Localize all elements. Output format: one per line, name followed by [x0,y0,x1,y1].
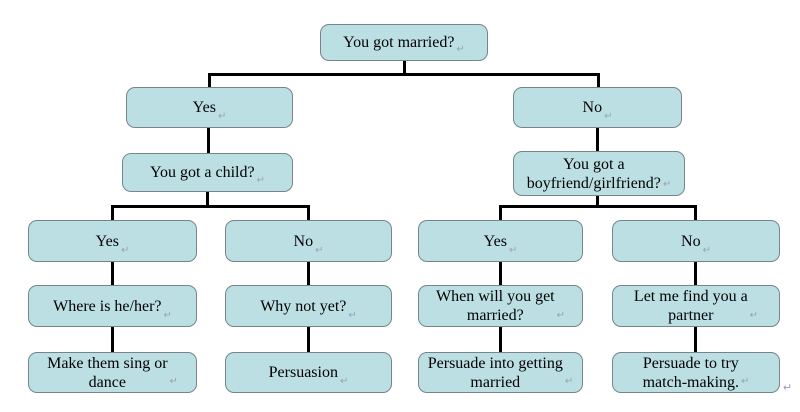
connector-yes-to-child-q [207,128,210,154]
connector-childyes-to-where [111,262,114,286]
connector-partner-q-stem [596,196,599,208]
connector-level1-horizontal [208,73,600,76]
node-make-them-sing-or-dance: Make them sing or dance↵ [28,352,197,393]
trailing-line-break-mark-icon: ↵ [783,382,793,394]
line-break-mark-icon: ↵ [456,44,465,55]
line-break-mark-icon: ↵ [315,245,324,256]
line-break-mark-icon: ↵ [339,376,349,387]
node-label: No [293,232,314,250]
node-label: No [582,99,603,116]
node-boyfriend-girlfriend: You got a boyfriend/girlfriend?↵ [513,151,685,196]
node-child-yes: Yes↵ [28,220,197,262]
connector-child-horizontal [111,205,310,208]
line-break-mark-icon: ↵ [508,245,518,256]
node-married-yes: Yes↵ [126,87,293,128]
connector-partner-yes-drop [499,205,502,221]
line-break-mark-icon: ↵ [749,310,759,321]
node-where-is-he-her: Where is he/her?↵ [28,285,197,327]
node-label: Why not yet? [260,297,347,315]
line-break-mark-icon: ↵ [702,245,711,256]
line-break-mark-icon: ↵ [662,179,672,190]
node-label: Let me find you a partner [633,288,748,324]
connector-no-to-partner-q [596,128,599,152]
node-partner-yes: Yes↵ [418,220,583,262]
node-partner-no: No↵ [612,220,780,262]
connector-child-no-drop [307,205,310,221]
node-label: Persuade into getting married [427,354,563,391]
connector-where-to-sing [111,327,114,353]
node-why-not-yet: Why not yet?↵ [225,285,392,327]
node-label: Yes [192,99,216,116]
connector-child-yes-drop [111,205,114,221]
line-break-mark-icon: ↵ [217,111,227,122]
line-break-mark-icon: ↵ [741,376,750,387]
connector-partnerno-to-find [694,262,697,286]
connector-find-to-matchmaking [694,327,697,353]
node-married-no: No↵ [513,87,682,128]
node-label: Yes [95,232,119,250]
line-break-mark-icon: ↵ [564,376,574,387]
connector-partner-horizontal [499,205,697,208]
connector-when-to-persuade [499,327,502,353]
connector-partner-no-drop [694,205,697,221]
line-break-mark-icon: ↵ [169,376,178,387]
connector-root-stem [403,60,406,75]
line-break-mark-icon: ↵ [348,310,357,321]
node-you-got-married: You got married?↵ [320,24,488,61]
connector-why-to-persuasion [307,327,310,353]
node-persuade-into-getting-married: Persuade into getting married↵ [418,352,583,393]
node-label: Persuade to try match-making. [642,354,740,391]
node-label: Persuasion [268,364,338,381]
node-label: You got married? [343,34,455,51]
connector-married-yes-drop [208,73,211,88]
connector-child-q-stem [206,192,209,208]
node-find-you-a-partner: Let me find you a partner↵ [612,285,780,327]
line-break-mark-icon: ↵ [256,175,265,186]
node-label: Where is he/her? [53,297,162,315]
node-label: Yes [483,232,507,250]
node-label: You got a boyfriend/girlfriend? [526,155,661,192]
node-persuade-match-making: Persuade to try match-making.↵ [612,352,780,393]
node-label: You got a child? [150,164,255,181]
node-label: Make them sing or dance [47,354,168,391]
line-break-mark-icon: ↵ [120,245,130,256]
node-you-got-a-child: You got a child?↵ [122,153,293,192]
connector-childno-to-why [307,262,310,286]
node-persuasion: Persuasion↵ [225,352,392,393]
node-child-no: No↵ [225,220,392,262]
connector-married-no-drop [597,73,600,88]
line-break-mark-icon: ↵ [556,310,566,321]
line-break-mark-icon: ↵ [163,310,172,321]
node-label: When will you get married? [435,288,555,324]
node-when-will-you-get-married: When will you get married?↵ [418,285,583,327]
line-break-mark-icon: ↵ [604,111,613,122]
node-label: No [681,232,701,250]
connector-partneryes-to-when [499,262,502,286]
